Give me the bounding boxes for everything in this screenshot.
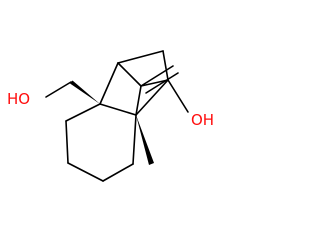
bond-ring-2 — [65, 120, 69, 164]
bond-ring-5 — [132, 114, 137, 165]
wedge-bond-fusion — [136, 115, 154, 165]
hydroxymethyl-group: HO — [7, 80, 100, 108]
atom-label-ho: HO — [7, 90, 30, 108]
methylene-double-bond — [140, 65, 179, 94]
bond-c-oh — [167, 79, 189, 113]
bond-ring-fusion — [99, 103, 137, 116]
bond-bridge-down — [162, 50, 169, 81]
bond-ring-3 — [67, 162, 104, 182]
wedge-bond-ch2 — [70, 80, 100, 104]
bond-bridge-horizontal — [140, 79, 169, 87]
atom-label-oh: OH — [191, 111, 214, 129]
bond-ch2-o — [45, 81, 72, 98]
bond-methylene-2 — [145, 72, 179, 94]
bond-methylene-1 — [140, 65, 174, 87]
bridged-ring-system — [99, 50, 169, 116]
bond-bridge-diagonal — [117, 62, 142, 87]
bond-carbinol — [135, 79, 169, 116]
bond-ring-4 — [102, 163, 134, 182]
bond-ring-1 — [65, 103, 101, 122]
bond-bridge-top — [117, 50, 164, 64]
molecule-structure-drawing: HO OH — [7, 50, 214, 182]
bond-bridge-fusion — [135, 85, 142, 116]
cyclohexane-ring — [65, 103, 137, 182]
hydroxyl-group-right: OH — [167, 79, 214, 129]
bond-bridge-left — [99, 62, 119, 105]
